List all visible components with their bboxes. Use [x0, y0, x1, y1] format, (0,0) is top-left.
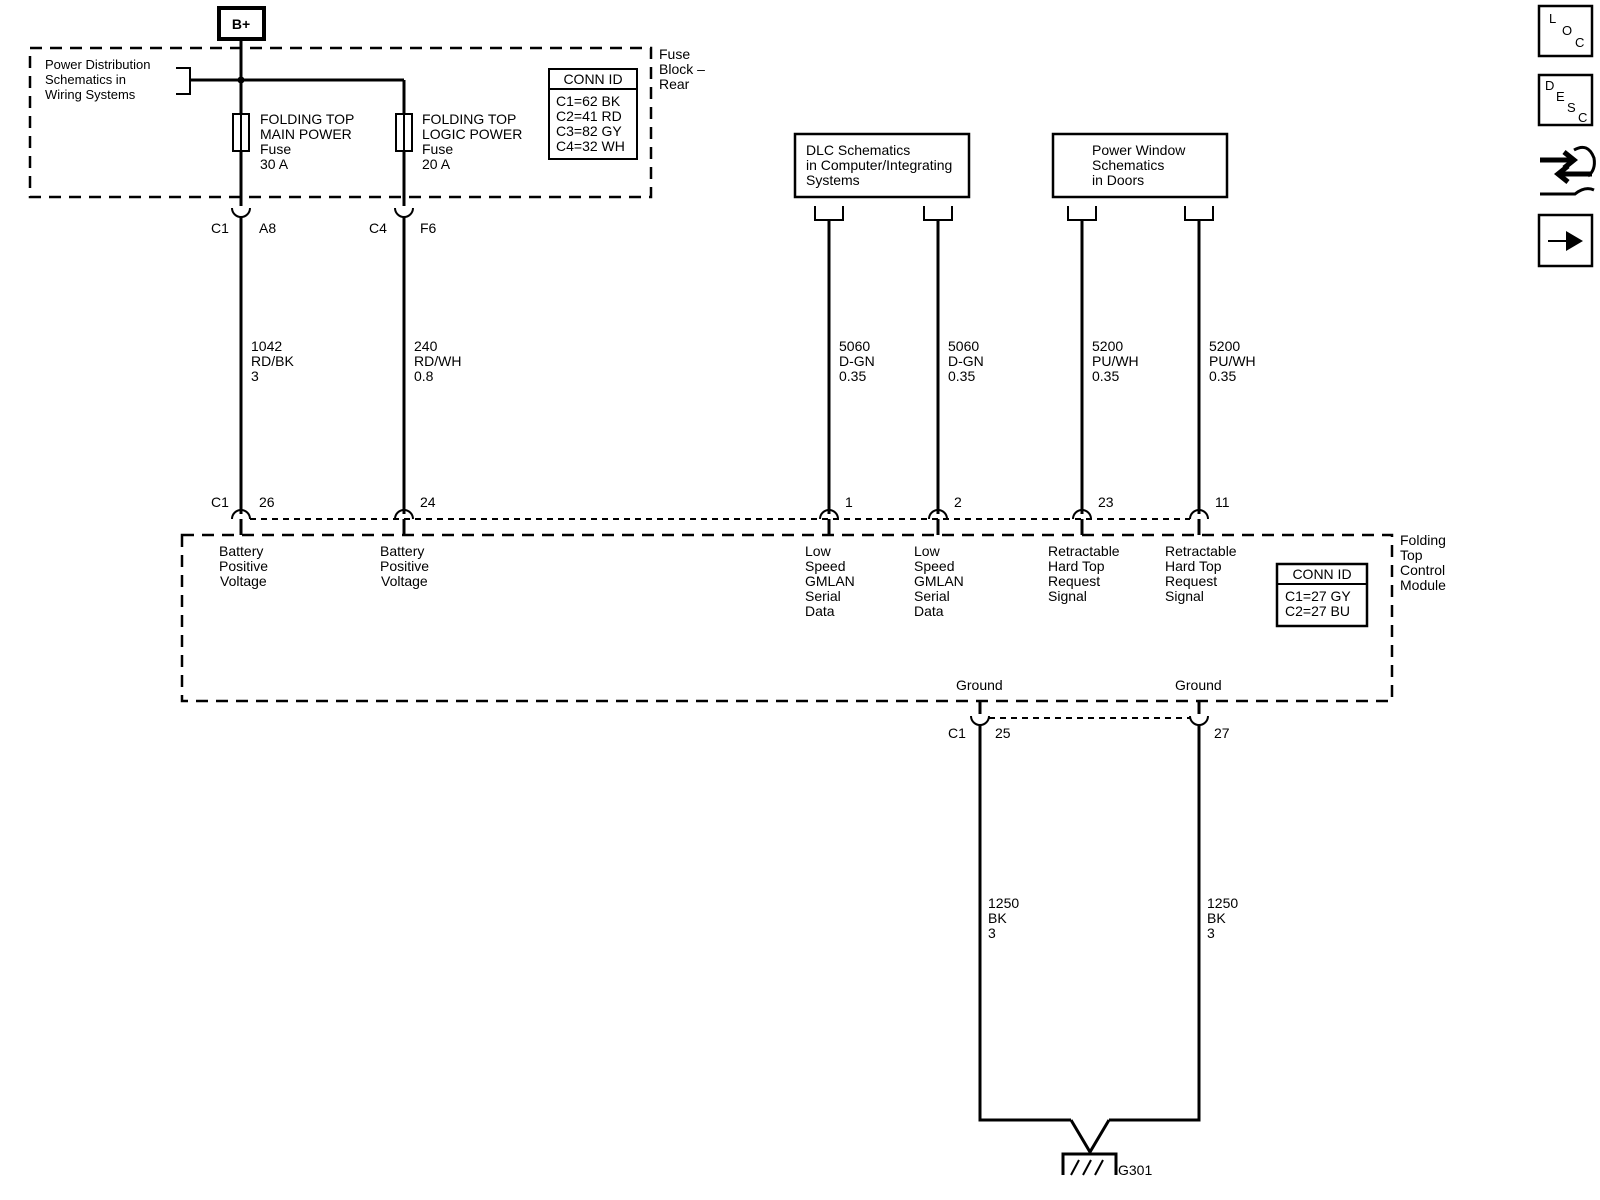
svg-text:Power Window Schematics: Power Window Schematics in Doors	[1092, 142, 1189, 188]
svg-text:C2=41 RD: C2=41 RD	[556, 108, 622, 124]
pin-f6-label: F6	[420, 220, 437, 236]
pin-1-label: 1	[845, 494, 853, 510]
fuse-block-name: Fuse Block – Rear	[659, 46, 709, 92]
pin-23-label: 23	[1098, 494, 1114, 510]
location-view-button[interactable]: L O C	[1537, 4, 1594, 58]
ground-wire-1	[978, 725, 1071, 1122]
ground-point-label: G301	[1118, 1162, 1152, 1178]
connector-c4-label: C4	[369, 220, 387, 236]
circuit-wires	[239, 217, 1201, 514]
logic-power-fuse-label: FOLDING TOP LOGIC POWER Fuse 20 A	[422, 111, 526, 172]
svg-text:DLC Schematics in Comput: DLC Schematics in Computer/Integrating S…	[806, 142, 956, 188]
pin-function-gmlan-1: Low Speed GMLAN Serial Data	[805, 543, 859, 619]
module-name: Folding Top Control Module	[1400, 532, 1450, 593]
fuse-block-rear-outline	[28, 46, 653, 199]
main-power-fuse-label: FOLDING TOP MAIN POWER Fuse 30 A	[260, 111, 358, 172]
svg-text:D: D	[1545, 78, 1554, 93]
arrow-right-icon	[1548, 231, 1583, 251]
module-connector-c1-label: C1	[211, 494, 229, 510]
wire-label-240: 240 RD/WH 0.8	[414, 338, 465, 384]
reference-bracket	[176, 67, 191, 95]
connector-c1-a8-symbol	[231, 207, 251, 218]
wire-label-5200-b: 5200 PU/WH 0.35	[1209, 338, 1260, 384]
svg-text:L: L	[1549, 11, 1556, 26]
connector-swap-icon[interactable]	[1540, 145, 1596, 196]
svg-text:C: C	[1575, 35, 1584, 50]
svg-text:C1=27 GY: C1=27 GY	[1285, 588, 1351, 604]
svg-text:E: E	[1556, 89, 1565, 104]
pin-function-hard-top-2: Retractable Hard Top Request Signal	[1165, 543, 1240, 604]
svg-text:CONN ID: CONN ID	[563, 71, 622, 87]
pin-function-battery-voltage-1: Battery Positive Voltage	[219, 543, 272, 589]
folding-top-control-module-outline	[180, 533, 1394, 703]
pin-function-gmlan-2: Low Speed GMLAN Serial Data	[914, 543, 968, 619]
svg-text:C2=27 BU: C2=27 BU	[1285, 603, 1350, 619]
ground-connector-pin-27	[1189, 715, 1209, 726]
svg-text:C1=62 BK: C1=62 BK	[556, 93, 621, 109]
ground-symbol-icon	[1061, 1152, 1118, 1176]
pin-function-hard-top-1: Retractable Hard Top Request Signal	[1048, 543, 1123, 604]
svg-text:C3=82 GY: C3=82 GY	[556, 123, 622, 139]
ground-pin-25-label: 25	[995, 725, 1011, 741]
svg-text:C4=32 WH: C4=32 WH	[556, 138, 625, 154]
ground-pin-27-label: 27	[1214, 725, 1230, 741]
pin-11-label: 11	[1215, 494, 1230, 510]
ground-wire-2	[1109, 725, 1201, 1122]
reference-stubs	[814, 206, 1214, 221]
ground-wire-merge	[1069, 1119, 1111, 1155]
svg-text:C: C	[1578, 110, 1587, 125]
module-connector-pins	[231, 509, 1209, 535]
bplus-label: B+	[232, 16, 250, 32]
pin-function-battery-voltage-2: Battery Positive Voltage	[380, 543, 433, 589]
wire-label-5200-a: 5200 PU/WH 0.35	[1092, 338, 1143, 384]
description-view-button[interactable]: D E S C	[1537, 73, 1594, 127]
connector-c1-label: C1	[211, 220, 229, 236]
battery-positive-source: B+	[217, 6, 266, 41]
pin-24-label: 24	[420, 494, 436, 510]
ground-label-2: Ground	[1175, 677, 1222, 693]
pin-2-label: 2	[954, 494, 962, 510]
wire-label-5060-b: 5060 D-GN 0.35	[948, 338, 988, 384]
ground-connector-pin-25	[970, 715, 990, 726]
pin-26-label: 26	[259, 494, 275, 510]
ground-connector-c1-label: C1	[948, 725, 966, 741]
fuse-block-conn-id-table: CONN ID C1=62 BK C2=41 RD C3=82 GY C4=32…	[548, 68, 638, 160]
connector-c4-f6-symbol	[394, 207, 414, 218]
svg-text:CONN ID: CONN ID	[1292, 566, 1351, 582]
power-distribution-reference[interactable]: Power Distribution Schematics in Wiring …	[45, 57, 154, 102]
svg-text:O: O	[1562, 23, 1572, 38]
next-page-arrow-button[interactable]	[1537, 213, 1594, 268]
ground-wire-label-2: 1250 BK 3	[1207, 895, 1242, 941]
svg-text:S: S	[1567, 100, 1576, 115]
dlc-schematics-reference[interactable]: DLC Schematics in Computer/Integrating S…	[793, 132, 971, 199]
ground-wire-label-1: 1250 BK 3	[988, 895, 1023, 941]
pin-a8-label: A8	[259, 220, 276, 236]
wire-label-1042: 1042 RD/BK 3	[251, 338, 298, 384]
module-conn-id-table: CONN ID C1=27 GY C2=27 BU	[1275, 562, 1369, 628]
wire-label-5060-a: 5060 D-GN 0.35	[839, 338, 879, 384]
ground-label-1: Ground	[956, 677, 1003, 693]
power-window-schematics-reference[interactable]: Power Window Schematics in Doors	[1051, 132, 1229, 199]
